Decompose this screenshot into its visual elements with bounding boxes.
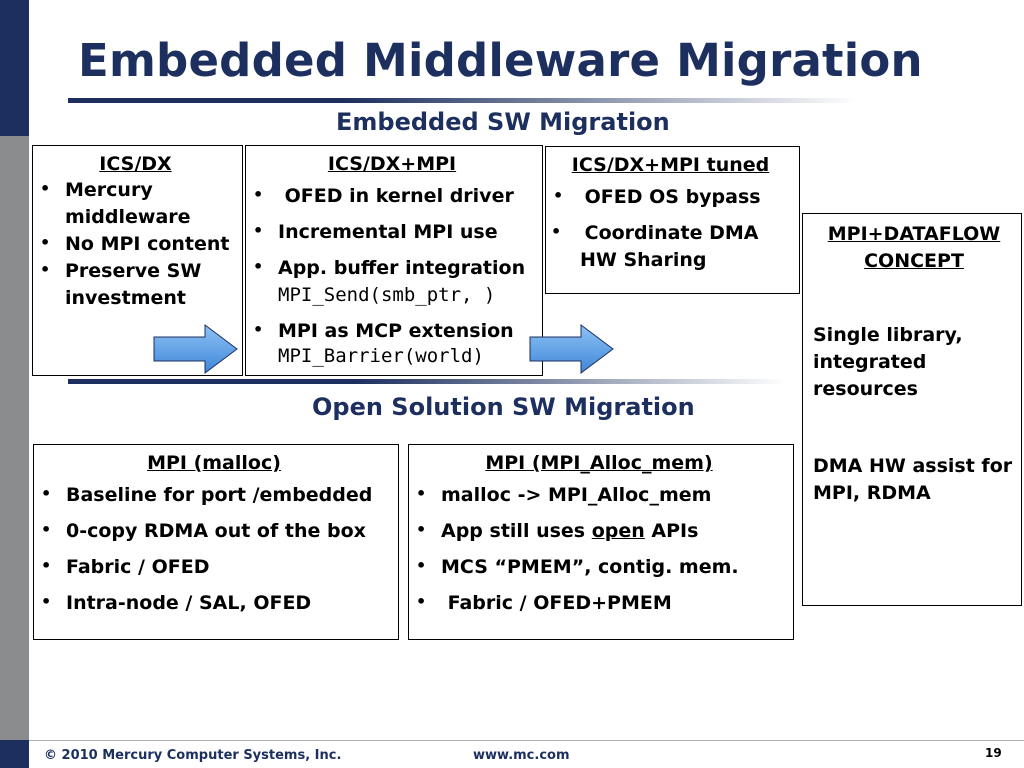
footer-copyright: © 2010 Mercury Computer Systems, Inc. (44, 748, 342, 763)
list-item: No MPI content (33, 229, 238, 258)
list-item: Fabric / OFED+PMEM (409, 588, 789, 617)
concept-text: Single library, integrated resources (813, 324, 963, 400)
list-item: App. buffer integration MPI_Send(smb_ptr… (246, 253, 538, 309)
box-heading: ICS/DX+MPI (246, 153, 538, 175)
list-item-text: MPI as MCP extension (278, 320, 514, 342)
concept-text: DMA HW assist for MPI, RDMA (813, 455, 1013, 504)
box-ics-dx-mpi-tuned: ICS/DX+MPI tuned OFED OS bypass Coordina… (545, 146, 800, 294)
list-item: Baseline for port /embedded (34, 480, 394, 509)
bullet-list: OFED in kernel driver Incremental MPI us… (246, 181, 538, 367)
left-accent-bar (0, 136, 29, 740)
section-divider (68, 379, 786, 384)
list-item-text: OFED OS bypass (584, 186, 761, 208)
title-underline (68, 98, 858, 103)
box-heading: MPI+DATAFLOW CONCEPT (813, 221, 1015, 275)
box-heading-text: ICS/DX (99, 153, 172, 175)
list-item-text: Fabric / OFED+PMEM (447, 592, 672, 614)
arrow-right-icon (153, 324, 238, 374)
footer-divider (29, 740, 1024, 741)
box-heading: ICS/DX+MPI tuned (546, 154, 795, 176)
box-mpi-malloc: MPI (malloc) Baseline for port /embedded… (33, 444, 399, 640)
list-item: Fabric / OFED (34, 552, 394, 581)
list-item: App still uses open APIs (409, 516, 789, 545)
box-heading-text: ICS/DX+MPI tuned (571, 154, 770, 176)
slide-title: Embedded Middleware Migration (78, 34, 923, 87)
list-item: 0-copy RDMA out of the box (34, 516, 394, 545)
box-ics-dx-mpi: ICS/DX+MPI OFED in kernel driver Increme… (245, 145, 543, 376)
section-title-embedded: Embedded SW Migration (336, 108, 670, 136)
left-accent-bar-top (0, 0, 29, 136)
list-item: MPI as MCP extension MPI_Barrier(world) (246, 316, 538, 367)
list-item: Coordinate DMA HW Sharing (546, 218, 795, 274)
list-item: Preserve SW investment (33, 256, 238, 312)
footer-website: www.mc.com (473, 748, 570, 763)
box-mpi-dataflow: MPI+DATAFLOW CONCEPT Single library, int… (802, 213, 1022, 606)
box-heading: ICS/DX (33, 153, 238, 175)
code-snippet: MPI_Send(smb_ptr, ) (278, 284, 496, 306)
box-heading: MPI (malloc) (34, 452, 394, 474)
list-item: Intra-node / SAL, OFED (34, 588, 394, 617)
list-item-text: OFED in kernel driver (284, 185, 514, 207)
left-accent-bar-bottom (0, 740, 29, 768)
list-item: malloc -> MPI_Alloc_mem (409, 480, 789, 509)
page-number: 19 (985, 746, 1002, 760)
bullet-list: malloc -> MPI_Alloc_mem App still uses o… (409, 480, 789, 617)
list-item-text: App. buffer integration (278, 257, 526, 279)
list-item: OFED OS bypass (546, 182, 795, 211)
box-mpi-alloc-mem: MPI (MPI_Alloc_mem) malloc -> MPI_Alloc_… (408, 444, 794, 640)
list-item-text: App still uses (441, 520, 592, 542)
list-item: Mercury middleware (33, 175, 238, 231)
section-title-open-solution: Open Solution SW Migration (312, 393, 695, 421)
box-heading-text: MPI+DATAFLOW CONCEPT (827, 223, 1001, 272)
list-item: MCS “PMEM”, contig. mem. (409, 552, 789, 581)
box-heading-text: MPI (malloc) (147, 452, 281, 474)
bullet-list: Mercury middleware No MPI content Preser… (33, 175, 238, 312)
list-item: OFED in kernel driver (246, 181, 538, 210)
underlined-word: open (591, 520, 645, 542)
arrow-right-icon (529, 324, 614, 374)
list-item-text: APIs (644, 520, 699, 542)
box-ics-dx: ICS/DX Mercury middleware No MPI content… (32, 145, 243, 376)
list-item: Incremental MPI use (246, 217, 538, 246)
box-heading-text: MPI (MPI_Alloc_mem) (485, 452, 713, 474)
bullet-list: Baseline for port /embedded 0-copy RDMA … (34, 480, 394, 617)
box-heading: MPI (MPI_Alloc_mem) (409, 452, 789, 474)
list-item-text: Coordinate DMA HW Sharing (580, 222, 759, 271)
box-heading-text: ICS/DX+MPI (327, 153, 457, 175)
code-snippet: MPI_Barrier(world) (278, 345, 484, 367)
bullet-list: OFED OS bypass Coordinate DMA HW Sharing (546, 182, 795, 274)
